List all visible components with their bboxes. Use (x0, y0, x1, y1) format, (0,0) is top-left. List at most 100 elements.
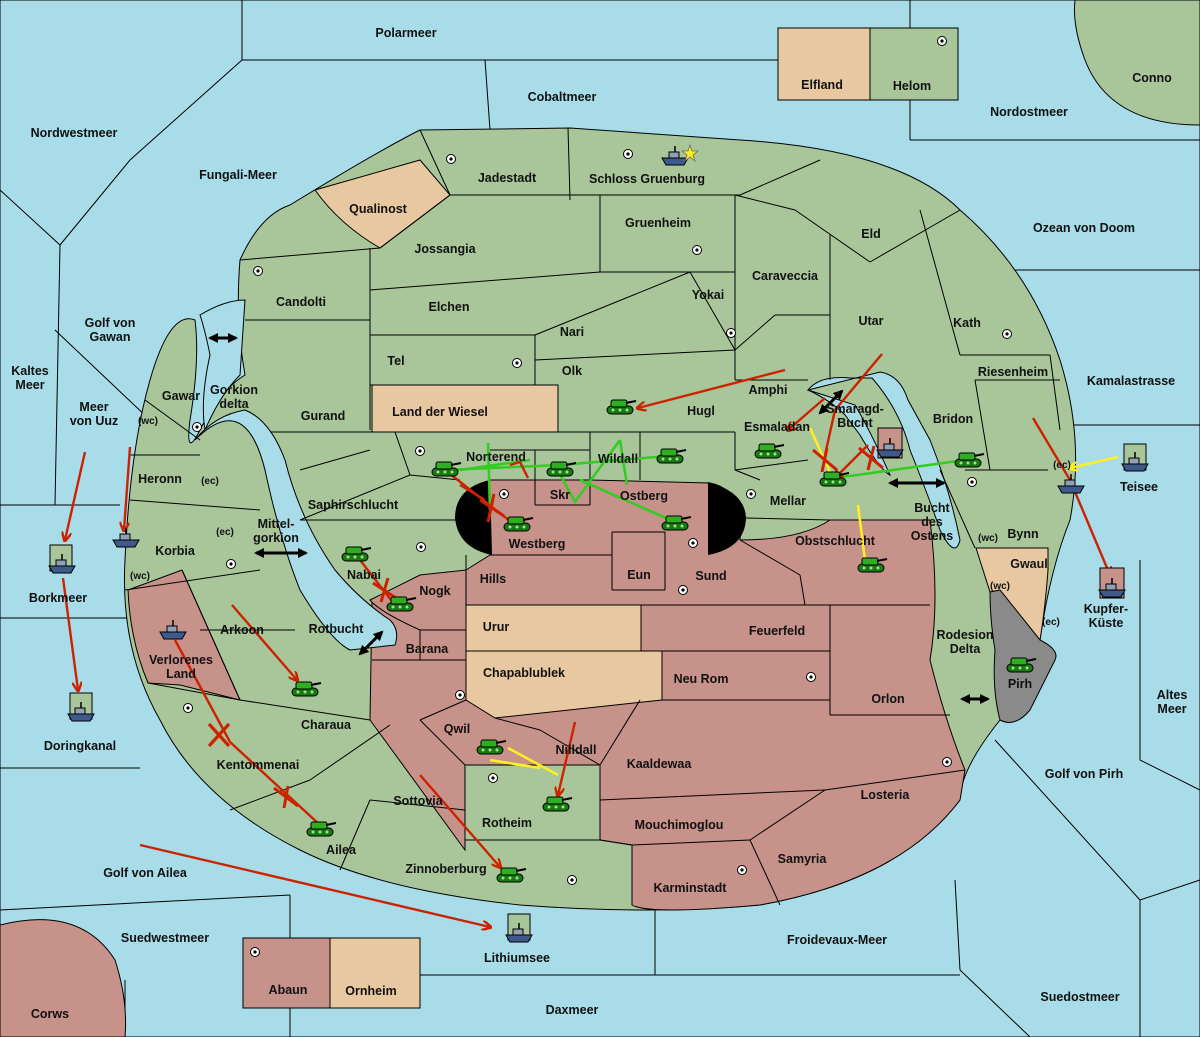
label-chapablublek: Chapablublek (483, 666, 565, 680)
red-borders (372, 531, 966, 906)
label-daxmeer: Daxmeer (546, 1003, 599, 1017)
land-labels: Elfland Helom Conno Jadestadt Schloss Gr… (31, 71, 1172, 1021)
supply-center-dot (446, 154, 456, 164)
tank-icon[interactable] (306, 821, 337, 837)
label-nordostmeer: Nordostmeer (990, 105, 1068, 119)
label-smaragd-bucht: Smaragd-Bucht (826, 402, 884, 430)
label-obstschlucht: Obstschlucht (795, 534, 876, 548)
label-gwaul: Gwaul (1010, 557, 1048, 571)
cross-icon (858, 445, 884, 471)
tank-icon[interactable] (341, 546, 372, 562)
coast-ec-riesenheim: (ec) (1053, 460, 1071, 471)
region-urur[interactable] (465, 604, 642, 652)
tank-icon[interactable] (819, 471, 850, 487)
supply-center-dot (688, 538, 698, 548)
label-teisee: Teisee (1120, 480, 1158, 494)
supply-center-dot (623, 149, 633, 159)
label-mittel-gorkion: Mittel-gorkion (253, 517, 299, 545)
tank-icon[interactable] (291, 681, 322, 697)
label-helom: Helom (893, 79, 931, 93)
label-suedwestmeer: Suedwestmeer (121, 931, 209, 945)
label-rotheim: Rotheim (482, 816, 532, 830)
label-hugl: Hugl (687, 404, 715, 418)
cross-icon (273, 785, 299, 809)
supply-center-dot (416, 542, 426, 552)
tank-icon[interactable] (546, 461, 577, 477)
coast-wc-bynn: (wc) (978, 533, 998, 544)
sea-smaragd-bucht (806, 371, 961, 549)
label-eld: Eld (861, 227, 880, 241)
label-jadestadt: Jadestadt (478, 171, 537, 185)
coast-ec-gwaul: (ec) (1042, 617, 1060, 628)
label-gurand: Gurand (301, 409, 345, 423)
label-bridon: Bridon (933, 412, 973, 426)
label-candolti: Candolti (276, 295, 326, 309)
tank-icon[interactable] (606, 399, 637, 415)
region-corws[interactable] (0, 919, 127, 1037)
label-sund: Sund (695, 569, 726, 583)
tank-icon[interactable] (661, 515, 692, 531)
supply-center-dot (942, 757, 952, 767)
region-conno[interactable] (1074, 0, 1200, 126)
sea-mittel-gorkion (194, 409, 398, 651)
supply-center-dot (1002, 329, 1012, 339)
label-tel: Tel (387, 354, 404, 368)
label-qwil: Qwil (444, 722, 470, 736)
region-pirh[interactable] (989, 589, 1057, 723)
label-corws: Corws (31, 1007, 69, 1021)
label-amphi: Amphi (749, 383, 788, 397)
tank-icon[interactable] (476, 739, 507, 755)
label-froidevaux-meer: Froidevaux-Meer (787, 933, 887, 947)
label-mellar: Mellar (770, 494, 806, 508)
tank-icon[interactable] (1006, 657, 1037, 673)
tank-icon[interactable] (542, 796, 573, 812)
region-chapablublek[interactable] (465, 650, 663, 719)
units[interactable] (48, 143, 1149, 943)
tank-icon[interactable] (954, 452, 985, 468)
label-westberg: Westberg (509, 537, 566, 551)
coast-wc-korbia: (wc) (130, 571, 150, 582)
label-yokai: Yokai (692, 288, 724, 302)
supply-center-dot (806, 672, 816, 682)
label-samyria: Samyria (778, 852, 828, 866)
label-qualinost: Qualinost (349, 202, 407, 216)
label-norterend: Norterend (466, 450, 526, 464)
label-eun: Eun (627, 568, 651, 582)
label-nogk: Nogk (419, 584, 450, 598)
region-ornheim[interactable] (329, 937, 421, 1009)
tank-icon[interactable] (857, 557, 888, 573)
tank-icon[interactable] (496, 867, 527, 883)
label-elfland: Elfland (801, 78, 843, 92)
label-saphirschlucht: Saphirschlucht (308, 498, 399, 512)
label-nilldall: Nilldall (556, 743, 597, 757)
label-cobaltmeer: Cobaltmeer (528, 90, 597, 104)
cross-icon (207, 722, 231, 748)
label-urur: Urur (483, 620, 510, 634)
supply-center-dot (488, 773, 498, 783)
label-charaua: Charaua (301, 718, 352, 732)
tank-icon[interactable] (431, 461, 462, 477)
supply-center-dot (737, 865, 747, 875)
impassable-east (708, 482, 746, 555)
tank-icon[interactable] (754, 443, 785, 459)
label-korbia: Korbia (155, 544, 196, 558)
label-heronn: Heronn (138, 472, 182, 486)
supply-center-dot (455, 690, 465, 700)
label-lithiumsee: Lithiumsee (484, 951, 550, 965)
land-borders (124, 127, 1061, 871)
sea-labels: Polarmeer Cobaltmeer Nordwestmeer Fungal… (11, 26, 1187, 1017)
label-hills: Hills (480, 572, 506, 586)
cross-icon (372, 577, 397, 603)
label-caraveccia: Caraveccia (752, 269, 819, 283)
tank-icon[interactable] (656, 448, 687, 464)
tank-icon[interactable] (386, 596, 417, 612)
tank-icon[interactable] (503, 516, 534, 532)
